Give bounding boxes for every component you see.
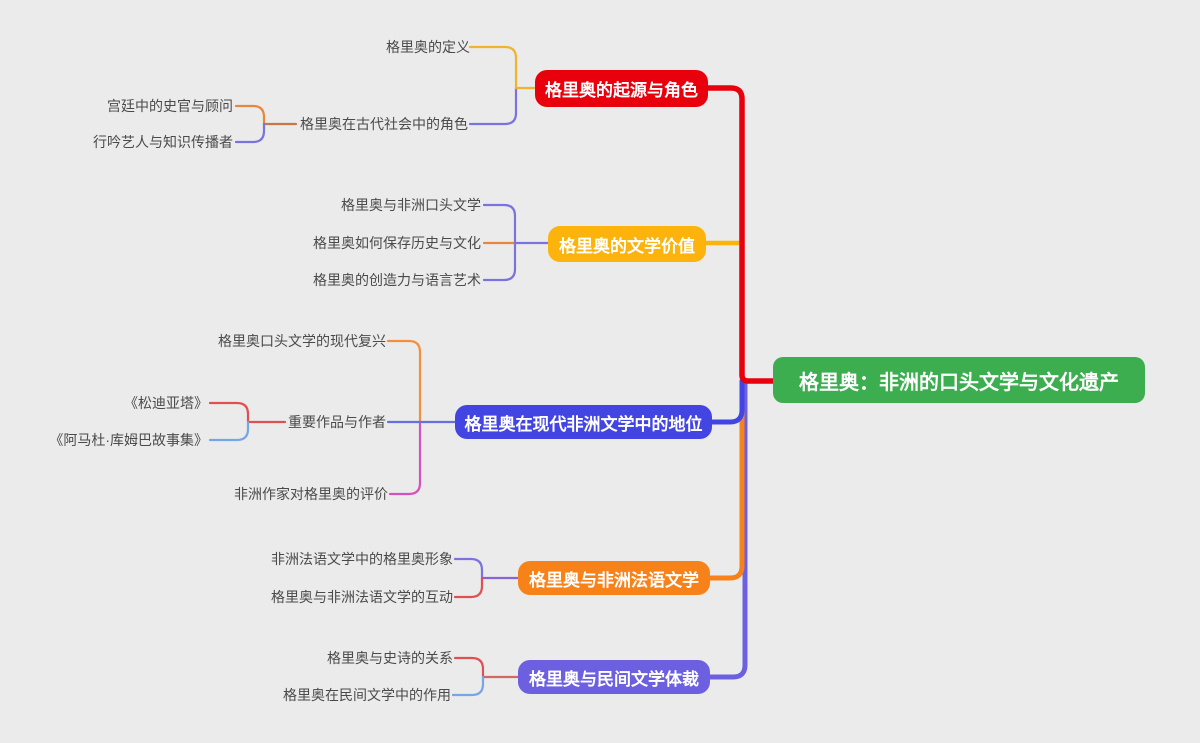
topic-court-historian[interactable]: 宫廷中的史官与顾问 — [107, 98, 233, 114]
central-topic-node[interactable]: 格里奥：非洲的口头文学与文化遗产 — [773, 357, 1145, 403]
trunk-edge-modern-literature — [709, 378, 745, 425]
edge-oral-literature — [482, 203, 517, 245]
edge-epic-relation — [453, 656, 485, 679]
topic-wandering-artist[interactable]: 行吟艺人与知识传播者 — [93, 134, 233, 150]
topic-modern-revival[interactable]: 格里奥口头文学的现代复兴 — [218, 333, 386, 349]
branch-node-modern-literature[interactable]: 格里奥在现代非洲文学中的地位 — [455, 405, 712, 439]
topic-definition[interactable]: 格里奥的定义 — [386, 39, 470, 55]
topic-amadou-koumba[interactable]: 《阿马杜·库姆巴故事集》 — [49, 432, 208, 448]
topic-ancient-role[interactable]: 格里奥在古代社会中的角色 — [300, 116, 468, 132]
topic-francophone-interaction[interactable]: 格里奥与非洲法语文学的互动 — [271, 589, 453, 605]
branch-node-francophone[interactable]: 格里奥与非洲法语文学 — [518, 561, 710, 595]
topic-writers-comments[interactable]: 非洲作家对格里奥的评价 — [234, 486, 388, 502]
topic-epic-relation[interactable]: 格里奥与史诗的关系 — [327, 650, 453, 666]
topic-folk-role[interactable]: 格里奥在民间文学中的作用 — [283, 687, 451, 703]
branch-node-folk-genres[interactable]: 格里奥与民间文学体裁 — [518, 660, 710, 694]
edge-amadou-koumba — [208, 420, 250, 442]
edge-folk-role — [451, 675, 485, 697]
edge-ancient-role — [468, 86, 518, 126]
trunk-edge-origins — [705, 85, 777, 384]
edge-wandering-artist — [234, 122, 266, 144]
edge-court-historian — [234, 104, 266, 126]
branch-node-literary-value[interactable]: 格里奥的文学价值 — [548, 226, 706, 262]
trunk-edge-folk-genres — [707, 378, 748, 680]
topic-sundiata[interactable]: 《松迪亚塔》 — [124, 395, 208, 411]
edge-griot-image — [453, 557, 484, 580]
topic-important-works[interactable]: 重要作品与作者 — [288, 414, 386, 430]
edge-definition — [468, 45, 537, 90]
edge-francophone-interaction — [453, 576, 484, 599]
edge-creativity — [482, 241, 517, 282]
topic-creativity[interactable]: 格里奥的创造力与语言艺术 — [313, 272, 481, 288]
topic-oral-literature[interactable]: 格里奥与非洲口头文学 — [341, 197, 481, 213]
edge-sundiata — [208, 401, 250, 424]
trunk-edge-francophone — [707, 378, 745, 581]
branch-node-origins[interactable]: 格里奥的起源与角色 — [535, 70, 708, 107]
topic-griot-image[interactable]: 非洲法语文学中的格里奥形象 — [271, 551, 453, 567]
edge-writers-comments — [388, 420, 422, 496]
topic-preserve-history[interactable]: 格里奥如何保存历史与文化 — [313, 235, 481, 251]
edge-modern-revival — [386, 339, 422, 423]
